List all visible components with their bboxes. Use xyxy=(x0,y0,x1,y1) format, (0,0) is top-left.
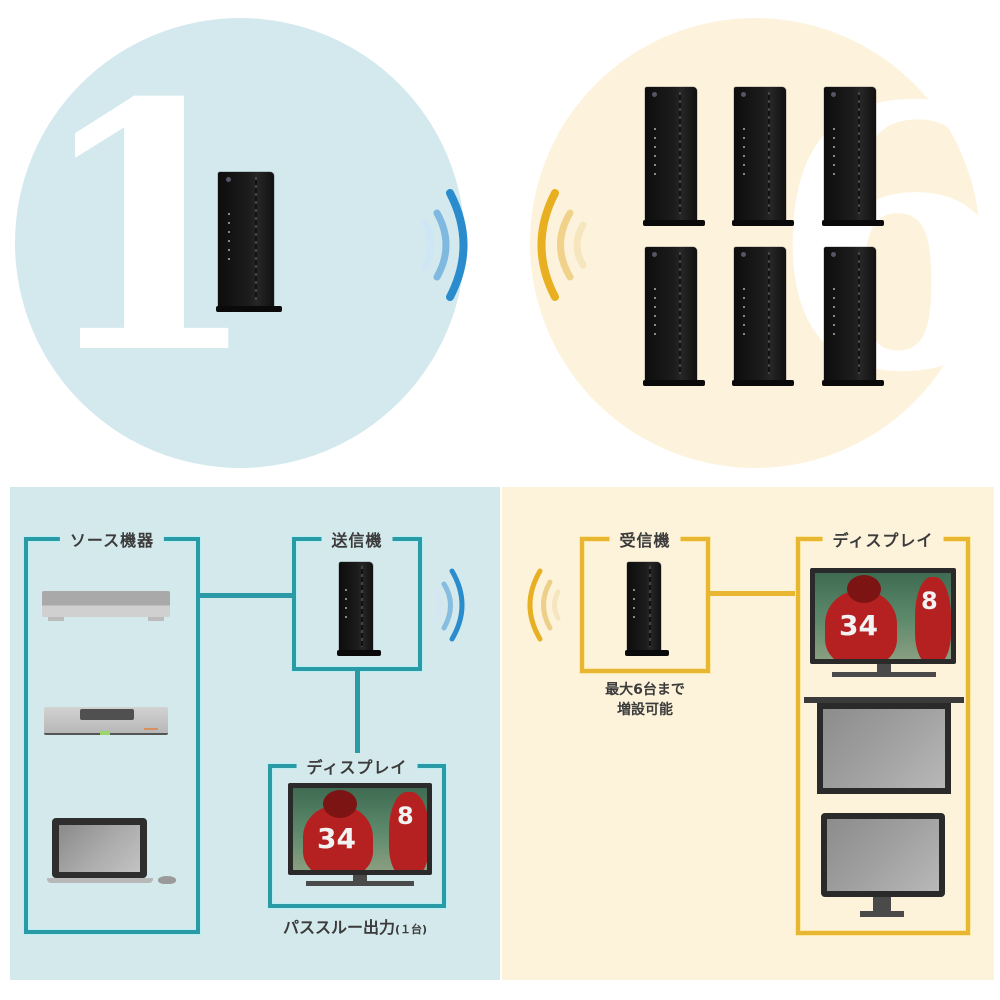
receiver-tv-base xyxy=(832,672,936,677)
wireless-signal-out-icon xyxy=(421,189,468,301)
receiver-device-icon-3 xyxy=(822,87,884,226)
bluray-recorder-icon xyxy=(42,591,170,621)
passthrough-caption: パススルー出力(１台) xyxy=(282,918,428,937)
receiver-tv-stand xyxy=(877,664,891,672)
mouse-icon xyxy=(158,876,176,884)
receiver-device-icon-4 xyxy=(643,247,705,386)
passthrough-tv-icon: 34 8 xyxy=(288,783,432,875)
passthrough-display-label: ディスプレイ xyxy=(296,754,418,778)
passthrough-display-box: ディスプレイ xyxy=(268,754,446,908)
receiver-device-icon-2 xyxy=(732,87,794,226)
receiver-device-icon-6 xyxy=(822,247,884,386)
laptop-base xyxy=(47,878,153,883)
receiver-to-display-line xyxy=(710,591,796,596)
number-six-graphic: 6 xyxy=(770,28,1000,451)
transmitter-device-icon xyxy=(216,172,282,312)
source-devices-label: ソース機器 xyxy=(59,527,165,551)
wireless-signal-out-small-icon xyxy=(433,568,465,642)
projector-screen-icon xyxy=(817,703,951,794)
receiver-tv-icon: 34 8 xyxy=(810,568,956,664)
receiver-box: 受信機 xyxy=(580,527,710,673)
wireless-signal-in-small-icon xyxy=(527,568,561,642)
monitor-icon xyxy=(821,813,945,897)
transmitter-label: 送信機 xyxy=(321,527,393,551)
receiver-expand-caption: 最大6台まで 増設可能 xyxy=(605,682,685,718)
displays-label: ディスプレイ xyxy=(822,527,944,551)
displays-box: ディスプレイ xyxy=(796,527,970,935)
set-top-box-icon xyxy=(44,707,168,735)
transmitter-device-small-icon xyxy=(337,562,381,656)
receiver-device-icon-1 xyxy=(643,87,705,226)
projector-screen-bar xyxy=(804,697,964,703)
transmitter-box: 送信機 xyxy=(292,527,422,671)
transmitter-to-display-line xyxy=(355,671,360,753)
monitor-stand xyxy=(873,897,891,911)
receiver-device-small-icon xyxy=(625,562,669,656)
passthrough-tv-base xyxy=(306,881,414,886)
source-to-transmitter-line xyxy=(200,593,292,598)
transmitter-side-panel: ソース機器 送信機 ディスプレイ パススルー出力(１台) xyxy=(10,487,500,980)
source-devices-box: ソース機器 xyxy=(24,527,200,934)
receiver-device-icon-5 xyxy=(732,247,794,386)
wireless-signal-in-icon xyxy=(537,189,587,301)
laptop-icon xyxy=(52,818,147,878)
receiver-label: 受信機 xyxy=(609,527,681,551)
passthrough-tv-stand xyxy=(353,875,367,881)
monitor-base xyxy=(860,911,904,917)
